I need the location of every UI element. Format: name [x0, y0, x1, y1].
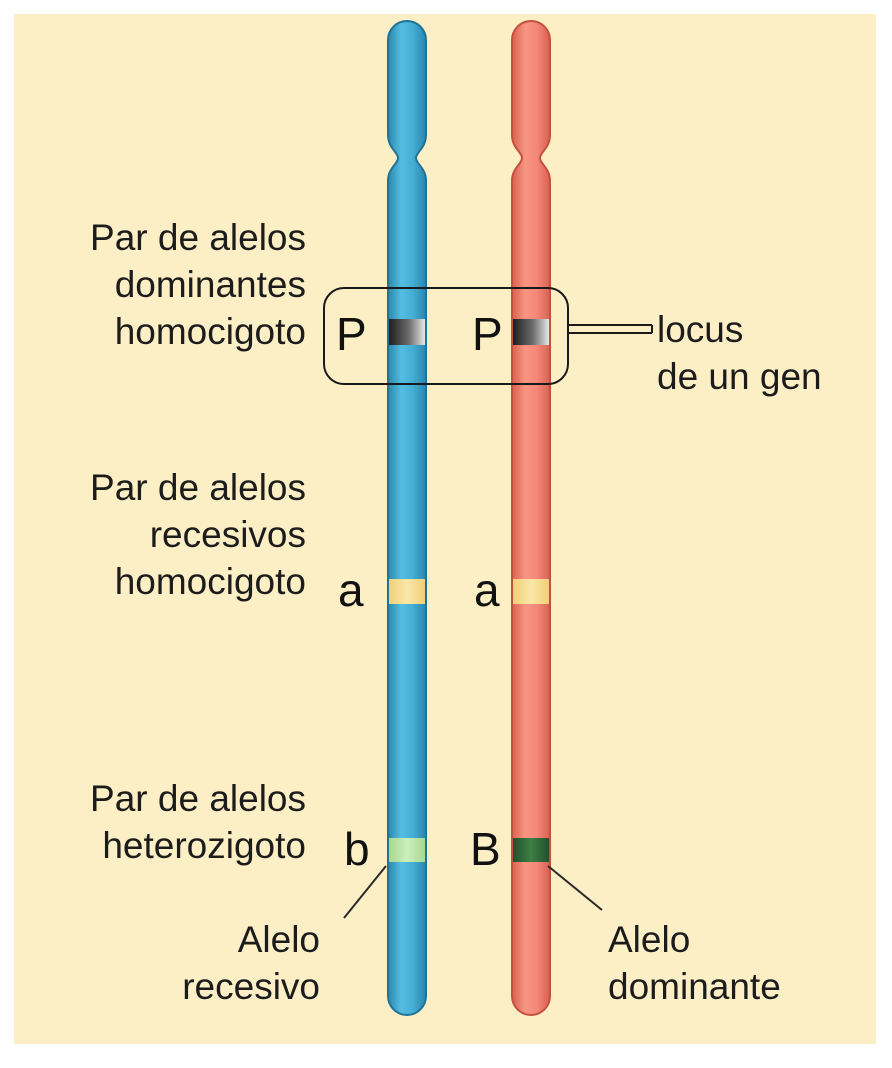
dominant-allele-line2: dominante	[608, 966, 781, 1007]
dominant-homozygous-line2: dominantes	[114, 264, 306, 305]
recessive-homozygous-label: Par de alelos recesivos homocigoto	[30, 464, 306, 605]
recessive-homozygous-line2: recesivos	[149, 514, 306, 555]
band-right-P	[513, 319, 549, 345]
allele-left-a: a	[338, 564, 364, 616]
allele-left-b: b	[344, 823, 370, 875]
band-right-B	[513, 838, 549, 862]
recessive-allele-pointer	[343, 865, 387, 919]
dominant-allele-line1: Alelo	[608, 919, 691, 960]
dominant-homozygous-line3: homocigoto	[114, 311, 306, 352]
recessive-allele-line1: Alelo	[237, 919, 320, 960]
dominant-homozygous-line1: Par de alelos	[90, 217, 306, 258]
dominant-homozygous-label: Par de alelos dominantes homocigoto	[30, 214, 306, 355]
heterozygous-line2: heterozigoto	[102, 825, 306, 866]
allele-left-P: P	[336, 308, 367, 360]
locus-label: locus de un gen	[657, 306, 822, 400]
band-left-P	[389, 319, 425, 345]
allele-right-B: B	[470, 823, 501, 875]
dominant-allele-pointer	[547, 865, 603, 911]
chromosome-left	[387, 20, 427, 1016]
band-left-b	[389, 838, 425, 862]
chromosome-right	[511, 20, 551, 1016]
recessive-homozygous-line3: homocigoto	[114, 561, 306, 602]
recessive-allele-label: Alelo recesivo	[120, 916, 320, 1010]
heterozygous-line1: Par de alelos	[90, 778, 306, 819]
band-left-a	[389, 579, 425, 604]
locus-box	[323, 287, 569, 385]
recessive-allele-line2: recesivo	[182, 966, 320, 1007]
locus-label-line2: de un gen	[657, 356, 822, 397]
band-right-a	[513, 579, 549, 604]
diagram-background	[14, 14, 876, 1044]
allele-right-P: P	[472, 308, 503, 360]
locus-connector	[568, 324, 653, 334]
dominant-allele-label: Alelo dominante	[608, 916, 781, 1010]
recessive-homozygous-line1: Par de alelos	[90, 467, 306, 508]
heterozygous-label: Par de alelos heterozigoto	[30, 775, 306, 869]
allele-right-a: a	[474, 564, 500, 616]
locus-label-line1: locus	[657, 309, 744, 350]
